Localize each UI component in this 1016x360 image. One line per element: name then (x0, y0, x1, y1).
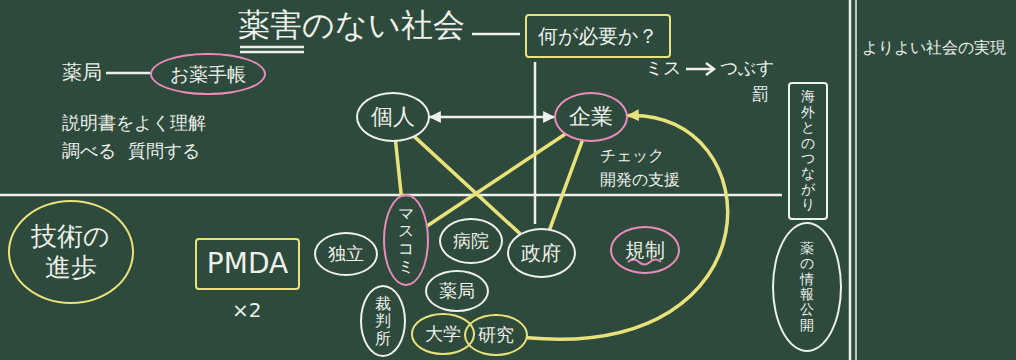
vertical-box: 海外とのつながり (788, 82, 828, 220)
chalk-text: PMDA (207, 247, 288, 281)
chalk-text: 政府 (521, 241, 561, 265)
label-wrap: 薬局 (62, 60, 102, 84)
label-wrap: 説明書をよく理解 (62, 112, 206, 134)
board-title: 薬害のない社会 (238, 6, 465, 44)
note-text: チェック (600, 146, 664, 165)
actor-circle: 裁判所 (360, 285, 406, 357)
chalk-text: 薬局 (439, 280, 475, 302)
theme-circle: 技術の進歩 (8, 200, 133, 304)
arrow-line (686, 68, 713, 71)
actor-circle: 個人 (356, 92, 430, 142)
chalk-text: 技術の進歩 (29, 221, 112, 283)
note-text: 薬局 (62, 60, 102, 84)
actor-circle: 研究 (464, 314, 528, 356)
label-wrap: つぶす (720, 57, 774, 79)
actor-circle: 薬局 (425, 270, 489, 312)
actor-circle: 企業 (554, 92, 628, 142)
chalk-connector (396, 142, 402, 195)
chalk-connector (528, 115, 728, 339)
chalk-text: 企業 (569, 104, 613, 130)
chalk-connector (428, 135, 565, 226)
chalk-text: 海外とのつながり (801, 89, 815, 212)
divider-line (855, 0, 857, 360)
note-text: 質問する (128, 140, 200, 161)
note-text: 調べる (62, 140, 116, 161)
title-wrap: 薬害のない社会 (238, 6, 465, 44)
board-note: よりよい社会の実現 (862, 38, 1006, 57)
label-wrap: 質問する (128, 140, 200, 162)
label-wrap: 調べる (62, 140, 116, 162)
actor-circle: マスコミ (383, 194, 429, 286)
actor-circle: 政府 (507, 228, 576, 278)
chalk-text: 規制 (625, 238, 665, 262)
note-text: 説明書をよく理解 (62, 112, 206, 133)
label-wrap: チェック (600, 146, 664, 165)
dash-line (106, 72, 150, 75)
actor-circle: 病院 (439, 218, 503, 264)
title-underline (240, 51, 304, 54)
label-wrap: ミス (645, 57, 681, 79)
note-text: ミス (645, 57, 681, 78)
chalk-text: 独立 (328, 243, 364, 265)
chalk-text: 個人 (371, 104, 415, 130)
vertical-circle: 薬の情報公開 (772, 222, 842, 352)
label-wrap: 罰 (752, 84, 769, 104)
chalk-text: マスコミ (398, 205, 414, 275)
label-wrap: 開発の支援 (600, 170, 680, 189)
chalk-text: 薬の情報公開 (800, 241, 814, 333)
note-text: ×2 (232, 298, 261, 322)
circled-term: お薬手帳 (150, 53, 266, 96)
note-text: 罰 (752, 84, 769, 104)
chalk-text: 病院 (453, 230, 489, 252)
chalk-text: お薬手帳 (170, 63, 246, 86)
chalk-text: 裁判所 (375, 295, 391, 348)
agency-box: PMDA (195, 238, 300, 290)
arrow-head (706, 63, 714, 75)
horizontal-axis (0, 194, 782, 197)
circled-term: 規制 (610, 226, 680, 274)
chalk-text: 大学 (425, 323, 461, 345)
chalk-connector (430, 116, 554, 119)
note-text: 開発の支援 (600, 170, 680, 189)
title-underline (240, 46, 304, 49)
label-wrap: ×2 (232, 298, 261, 322)
label-wrap: よりよい社会の実現 (862, 38, 1006, 57)
vertical-axis (534, 62, 537, 224)
chalk-connector (550, 141, 582, 229)
note-text: つぶす (720, 57, 774, 78)
divider-line (849, 0, 852, 360)
title-dash (472, 33, 520, 36)
chalk-text: 研究 (478, 324, 514, 346)
actor-circle: 独立 (314, 232, 378, 276)
chalk-text: 何が必要か？ (538, 24, 658, 48)
question-box: 何が必要か？ (525, 14, 671, 58)
